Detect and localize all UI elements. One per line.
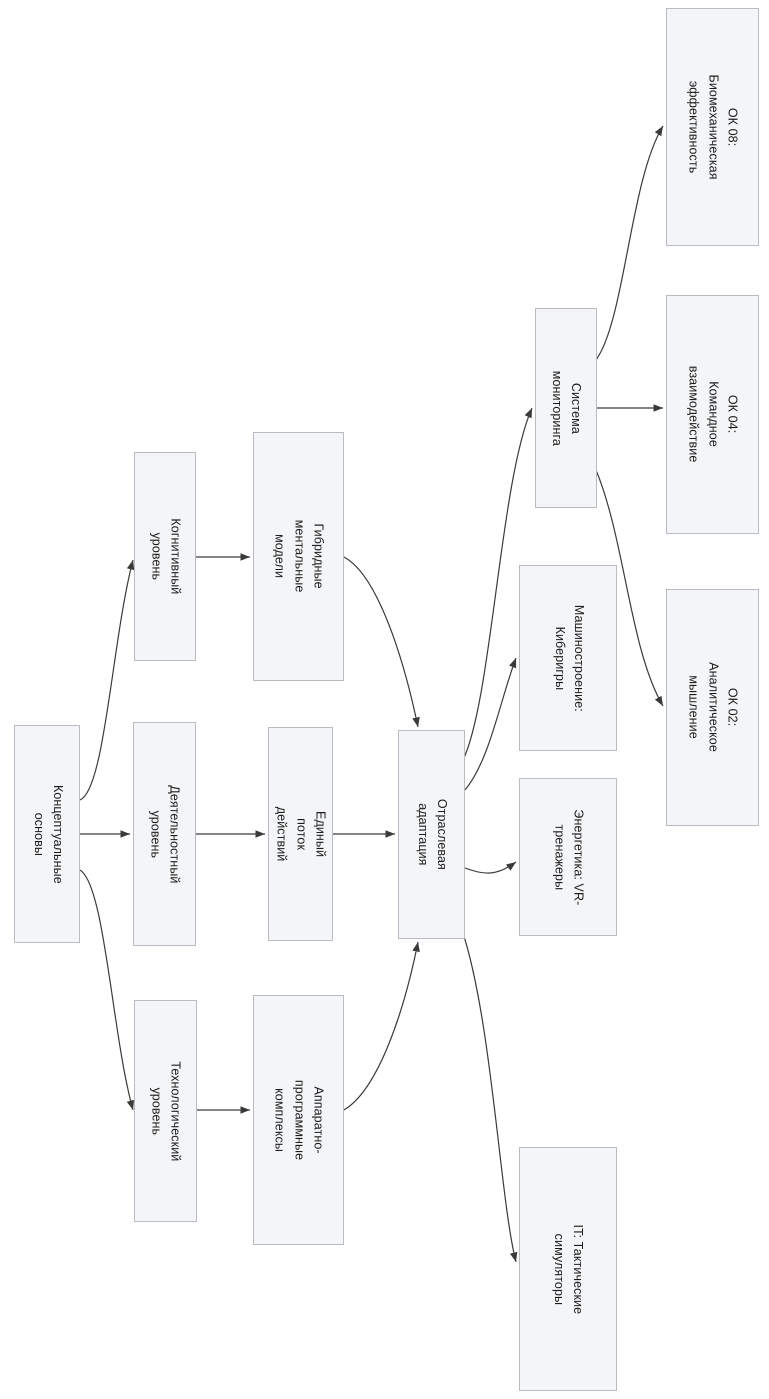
node-monitoring-system-label: Система мониторинга xyxy=(550,370,584,446)
edge-monitoring-ok08 xyxy=(595,125,664,361)
node-ok02-analytical-thinking[interactable]: ОК 02: Аналитическое мышление xyxy=(666,589,759,826)
edge-adaptation-it xyxy=(461,929,518,1263)
node-unified-action-flow[interactable]: Единый поток действий xyxy=(268,727,333,941)
node-cognitive-level-label: Когнитивный уровень xyxy=(149,518,183,595)
node-monitoring-system[interactable]: Система мониторинга xyxy=(535,308,597,508)
node-ok08-biomechanical-efficiency[interactable]: ОК 08: Биомеханическая эффективность xyxy=(666,8,759,246)
node-industry-it-label: IT: Тактические симуляторы xyxy=(551,1224,586,1314)
node-industry-adaptation[interactable]: Отраслевая адаптация xyxy=(398,730,465,939)
edge-hardware-adaptation xyxy=(343,941,420,1111)
node-industry-energy[interactable]: Энергетика: VR- тренажеры xyxy=(519,778,617,936)
edge-root-technological xyxy=(79,869,135,1111)
node-root[interactable]: Концептуальные основы xyxy=(14,725,80,943)
node-industry-energy-label: Энергетика: VR- тренажеры xyxy=(552,809,586,905)
node-ok08-label: ОК 08: Биомеханическая эффективность xyxy=(686,74,740,180)
node-industry-adaptation-label: Отраслевая адаптация xyxy=(415,798,449,871)
node-activity-level[interactable]: Деятельностный уровень xyxy=(133,722,196,946)
node-hardware-software-complexes-label: Аппаратно-программные комплексы xyxy=(272,1079,326,1161)
edge-root-cognitive xyxy=(79,559,135,801)
node-activity-level-label: Деятельностный уровень xyxy=(148,784,182,884)
edge-adaptation-energy xyxy=(464,861,517,874)
node-cognitive-level[interactable]: Когнитивный уровень xyxy=(134,452,196,661)
node-ok02-label: ОК 02: Аналитическое мышление xyxy=(686,662,740,753)
node-industry-machinery-label: Машиностроение: Киберигры xyxy=(552,604,586,712)
node-ok04-label: ОК 04: Командное взаимодействие xyxy=(686,366,740,463)
node-hardware-software-complexes[interactable]: Аппаратно-программные комплексы xyxy=(253,995,344,1245)
node-technological-level-label: Технологический уровень xyxy=(149,1060,183,1162)
node-industry-machinery[interactable]: Машиностроение: Киберигры xyxy=(519,565,617,751)
node-ok04-team-interaction[interactable]: ОК 04: Командное взаимодействие xyxy=(666,295,759,534)
node-hybrid-mental-models[interactable]: Гибридные ментальные модели xyxy=(253,432,344,681)
edge-hybrid-adaptation xyxy=(343,556,420,728)
node-unified-action-flow-label: Единый поток действий xyxy=(274,806,328,862)
node-root-label: Концептуальные основы xyxy=(31,784,65,884)
node-hybrid-mental-models-label: Гибридные ментальные модели xyxy=(272,520,326,593)
node-industry-it[interactable]: IT: Тактические симуляторы xyxy=(519,1147,617,1391)
edge-adaptation-machinery xyxy=(464,657,517,791)
node-technological-level[interactable]: Технологический уровень xyxy=(134,1000,197,1222)
